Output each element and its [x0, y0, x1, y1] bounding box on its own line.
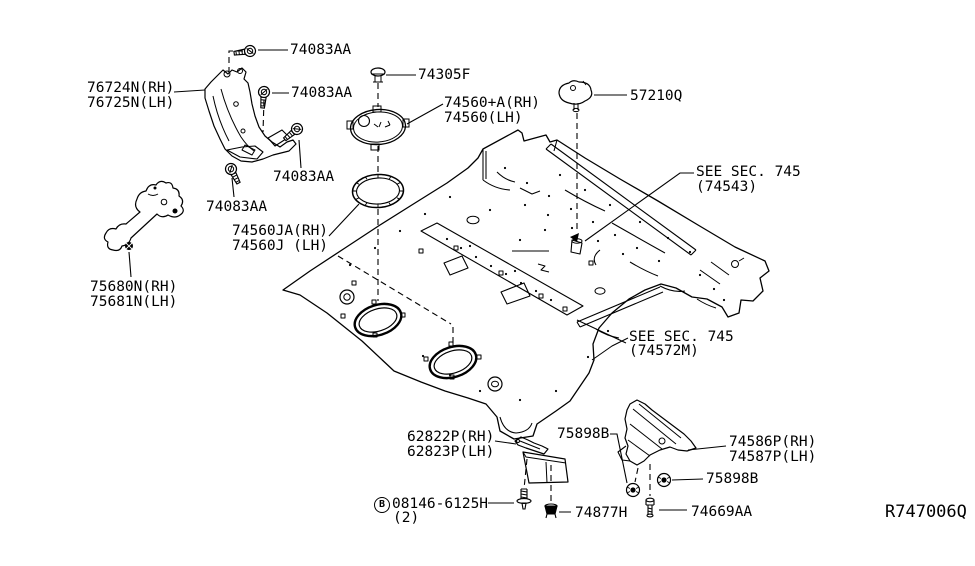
bolt-74083aa-icons [222, 44, 306, 187]
cap-57210q-drawing [558, 80, 593, 113]
callout-75680n: 75680N(RH) [90, 279, 178, 295]
callout-74560: 74560(LH) [444, 110, 523, 126]
callout-74560j: 74560J (LH) [232, 238, 329, 254]
diagram-reference-code: R747006Q [885, 502, 967, 522]
callout-74083aa-1: 74083AA [290, 42, 352, 58]
floor-panel-drawing [282, 129, 770, 440]
screw-08146-icon [516, 488, 532, 510]
seal-74560j-drawing [351, 173, 405, 209]
floor-opening-ring-rear [423, 341, 482, 380]
bracket-75680n-drawing [103, 180, 184, 252]
washer-75898b-2-icon [656, 472, 672, 488]
callout-74586p: 74586P(RH) [729, 434, 817, 450]
deflector-62822p-drawing [514, 436, 569, 484]
callout-74877h: 74877H [575, 505, 628, 521]
bracket-74586p-drawing [617, 399, 697, 466]
callout-62822p: 62822P(RH) [407, 429, 495, 445]
callout-74669aa: 74669AA [691, 504, 753, 520]
callout-see-sec-74543-line1: SEE SEC. 745 [696, 164, 801, 180]
callout-see-sec-74572m-line1: SEE SEC. 745 [629, 329, 734, 345]
callout-74560pa: 74560+A(RH) [444, 95, 541, 111]
callout-75898b-1: 75898B [557, 426, 610, 442]
bolt-74083aa-4-icon [222, 160, 244, 187]
bolt-marker-b-icon: B [374, 497, 390, 513]
callout-74083aa-4: 74083AA [206, 199, 268, 215]
bolt-74083aa-1-icon [232, 44, 257, 60]
callout-74305f: 74305F [418, 67, 471, 83]
floor-opening-ring-front [340, 299, 406, 338]
washer-75898b-1-icon [625, 482, 641, 498]
plug-74305f-drawing [370, 67, 386, 83]
leader-lines [128, 49, 727, 513]
callout-see-sec-74543-line2: (74543) [696, 179, 758, 195]
callout-74083aa-2: 74083AA [291, 85, 353, 101]
callout-57210q: 57210Q [630, 88, 683, 104]
cover-74560-drawing [346, 105, 410, 151]
callout-62823p: 62823P(LH) [407, 444, 495, 460]
callout-74560ja: 74560JA(RH) [232, 223, 329, 239]
panel-stud-drawing [570, 233, 583, 255]
callout-74083aa-3: 74083AA [273, 169, 335, 185]
callout-75898b-2: 75898B [706, 471, 759, 487]
bolt-74669aa-icon [645, 497, 655, 518]
callout-76725n: 76725N(LH) [87, 95, 175, 111]
callout-74587p: 74587P(LH) [729, 449, 817, 465]
clip-74877h-icon [544, 503, 558, 519]
callout-75681n: 75681N(LH) [90, 294, 178, 310]
bracket-76724n-drawing [204, 67, 297, 163]
callout-08146-qty: (2) [393, 510, 420, 526]
dashed-assembly-lines [228, 50, 651, 502]
callout-76724n: 76724N(RH) [87, 80, 175, 96]
callout-see-sec-74572m-line2: (74572M) [629, 343, 699, 359]
callout-08146-6125h: 08146-6125H [392, 496, 489, 512]
